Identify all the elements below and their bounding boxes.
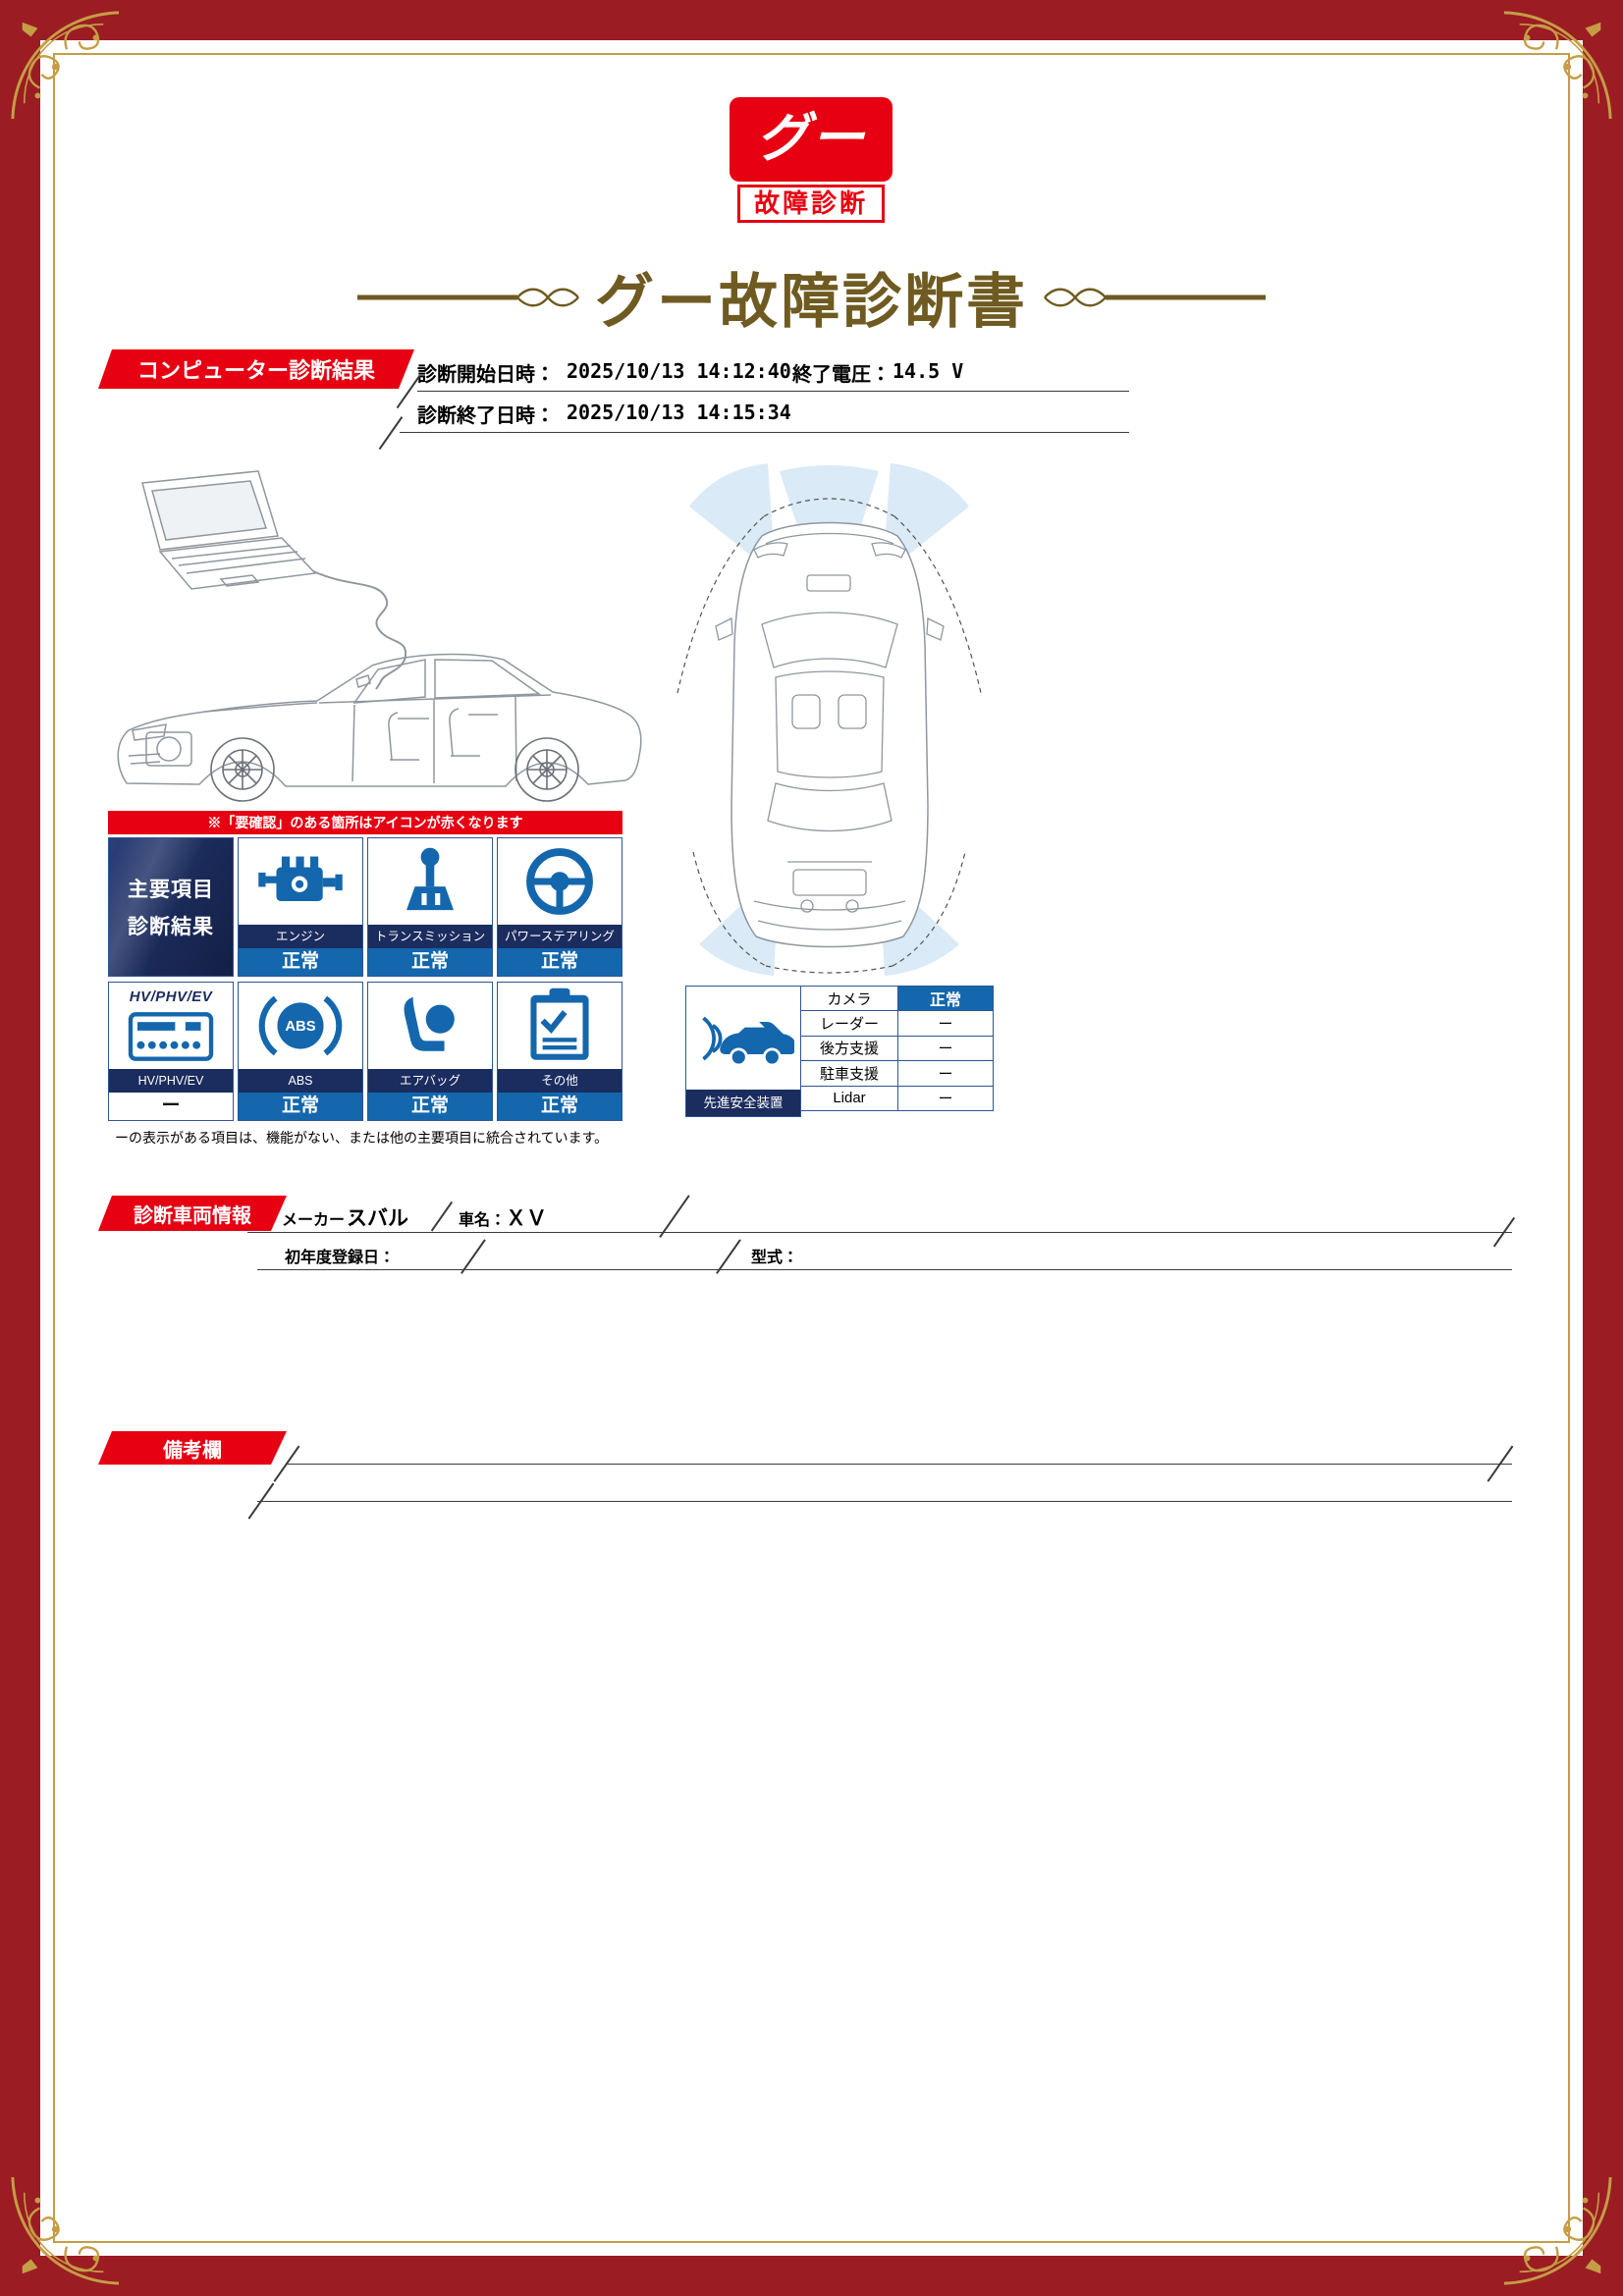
corner-ornament <box>1500 2173 1616 2289</box>
goo-logo-sub: 故障診断 <box>737 185 885 223</box>
hv-logo-text: HV/PHV/EV <box>129 988 213 1005</box>
report-paper: グー 故障診断 グー故障診断書 コンピューター診断結果 診断開始日時： 2025… <box>40 40 1583 2256</box>
device-name: 後方支援 <box>800 1035 898 1062</box>
car-side-wireframe-illustration <box>103 461 668 805</box>
diag-cell-hv-phv-ev: HV/PHV/EV HV/PHV/EV ー <box>108 982 234 1121</box>
status-badge: 正常 <box>498 1093 622 1120</box>
cell-label: その他 <box>498 1069 622 1093</box>
title-ornament-right <box>1040 285 1266 310</box>
report-title-row: グー故障診断書 <box>40 254 1583 340</box>
field-line <box>257 1269 1512 1270</box>
device-status: ー <box>897 1010 994 1037</box>
cell-label: パワーステアリング <box>498 925 622 948</box>
device-name: Lidar <box>800 1085 898 1111</box>
device-status: ー <box>897 1060 994 1087</box>
table-row: 駐車支援ー <box>800 1060 994 1087</box>
start-datetime-value: 2025/10/13 14:12:40 <box>567 359 791 383</box>
end-datetime-value: 2025/10/13 14:15:34 <box>567 400 791 424</box>
device-status: 正常 <box>897 985 994 1012</box>
section-remarks: 備考欄 <box>98 1431 287 1465</box>
remarks-line <box>286 1464 1512 1465</box>
goo-logo-main: グー <box>730 97 893 182</box>
device-status: ー <box>897 1085 994 1111</box>
remarks-line <box>257 1501 1512 1502</box>
section-vehicle-info: 診断車両情報 <box>98 1196 287 1231</box>
title-ornament-left <box>357 285 583 310</box>
start-datetime-label: 診断開始日時： <box>417 364 555 386</box>
corner-ornament <box>1500 7 1616 123</box>
car-top-sensor-illustration <box>660 459 999 980</box>
divider-line <box>417 391 1129 392</box>
diag-cell-abs: ABS ABS 正常 <box>238 982 363 1121</box>
main-items-line1: 主要項目 <box>128 879 214 901</box>
device-name: カメラ <box>800 985 898 1012</box>
page-title: グー故障診断書 <box>595 269 1028 335</box>
status-badge: 正常 <box>239 1093 362 1120</box>
diag-cell-power-steering: パワーステアリング 正常 <box>497 837 622 977</box>
first-registration-label: 初年度登録日： <box>285 1250 396 1266</box>
airbag-icon <box>368 983 492 1069</box>
model-code-label: 型式： <box>751 1250 799 1266</box>
status-badge: ー <box>109 1093 233 1120</box>
field-line <box>247 1232 1512 1233</box>
maker-label: メーカー： <box>282 1212 361 1229</box>
cell-label: HV/PHV/EV <box>109 1069 233 1093</box>
corner-ornament <box>7 2173 123 2289</box>
safety-devices-panel: 先進安全装置 <box>685 986 801 1117</box>
abs-icon: ABS <box>239 983 362 1069</box>
status-badge: 正常 <box>239 948 362 976</box>
svg-text:ABS: ABS <box>285 1019 315 1035</box>
table-row: 後方支援ー <box>800 1035 994 1062</box>
device-name: レーダー <box>800 1010 898 1037</box>
diag-cell-engine: エンジン 正常 <box>238 837 363 977</box>
device-name: 駐車支援 <box>800 1060 898 1087</box>
status-badge: 正常 <box>368 948 492 976</box>
table-row: カメラ正常 <box>800 985 994 1012</box>
main-items-line2: 診断結果 <box>128 916 214 938</box>
voltage-value: 14.5 V <box>893 359 964 383</box>
maker-value: スバル <box>347 1207 408 1230</box>
voltage-label: 終了電圧： <box>792 364 891 386</box>
device-status: ー <box>897 1035 994 1062</box>
cell-label: エアバッグ <box>368 1069 492 1093</box>
hv-phv-ev-icon: HV/PHV/EV <box>109 983 233 1069</box>
diagnosis-grid: 主要項目 診断結果 エンジン 正常 トランスミッション 正常 パワーステアリング… <box>108 837 622 1121</box>
car-sensor-icon <box>686 987 800 1090</box>
main-items-header: 主要項目 診断結果 <box>108 837 234 977</box>
car-name-value: ＸＶ <box>506 1207 547 1230</box>
table-row: レーダーー <box>800 1010 994 1037</box>
cell-label: トランスミッション <box>368 925 492 948</box>
steering-wheel-icon <box>498 838 622 925</box>
end-datetime-label: 診断終了日時： <box>417 405 555 427</box>
cell-label: エンジン <box>239 925 362 948</box>
diag-cell-airbag: エアバッグ 正常 <box>367 982 493 1121</box>
goo-logo: グー 故障診断 <box>730 97 893 223</box>
section-computer-diagnosis: コンピューター診断結果 <box>98 349 414 389</box>
transmission-icon <box>368 838 492 925</box>
clipboard-check-icon <box>498 983 622 1069</box>
warning-note-bar: ※「要確認」のある箇所はアイコンが赤くなります <box>108 811 622 834</box>
diag-cell-transmission: トランスミッション 正常 <box>367 837 493 977</box>
car-name-label: 車名： <box>459 1212 507 1229</box>
divider-slash <box>378 416 403 450</box>
grid-footnote: ーの表示がある項目は、機能がない、または他の主要項目に統合されています。 <box>115 1130 609 1146</box>
status-badge: 正常 <box>368 1093 492 1120</box>
status-badge: 正常 <box>498 948 622 976</box>
cell-label: ABS <box>239 1069 362 1093</box>
diag-cell-other: その他 正常 <box>497 982 622 1121</box>
engine-icon <box>239 838 362 925</box>
field-slash <box>430 1201 453 1232</box>
divider-line <box>400 432 1129 433</box>
safety-devices-label: 先進安全装置 <box>686 1090 800 1116</box>
corner-ornament <box>7 7 123 123</box>
